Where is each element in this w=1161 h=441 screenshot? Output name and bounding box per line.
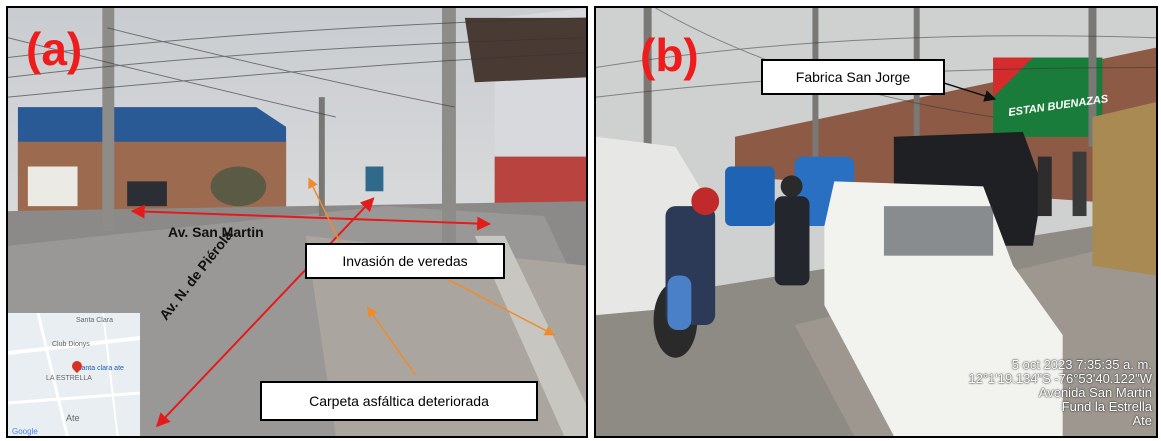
google-logo: Google [12,427,38,436]
map-roads [8,313,140,436]
label-sidewalk-invasion: Invasión de veredas [305,243,505,279]
timestamp-line: 5 oct 2023 7:35:35 a. m. [1011,357,1152,372]
sidewalk-arrow-1 [308,177,342,245]
asphalt-arrow [366,306,416,376]
street-label-san-martin: Av. San Martin [168,224,264,240]
panel-b-street-photo: (b) Fabrica San Jorge ESTAN BUENAZAS 5 o… [594,6,1158,438]
annotation-arrow-b [938,80,997,102]
street-line: Avenida San Martin [1038,385,1152,400]
label-deteriorated-asphalt: Carpeta asfáltica deteriorada [260,381,538,421]
panel-a-letter: (a) [26,23,83,75]
map-place-2: Club Dionys [52,341,90,348]
map-inset: Santa Clara Club Dionys santa clara ate … [8,312,141,436]
label-factory: Fabrica San Jorge [761,59,945,95]
annotation-arrows-a [130,177,556,428]
map-place-5: Ate [66,413,80,423]
coordinates-line: 12°1'19.134"S -76°53'40.122"W [968,371,1152,386]
photo-timestamp-overlay: 5 oct 2023 7:35:35 a. m. 12°1'19.134"S -… [968,358,1152,428]
panel-b-letter: (b) [640,29,699,81]
panel-a-street-photo: (a) Av. San Martin Av. N. de Piérola Inv… [6,6,588,438]
map-place-1: Santa Clara [76,317,113,324]
map-place-3: santa clara ate [78,365,124,372]
area-line: Fund la Estrella [1061,399,1152,414]
factory-arrow [938,80,997,102]
district-line: Ate [1132,413,1152,428]
map-place-4: LA ESTRELLA [46,375,92,382]
san-martin-arrow [130,204,492,231]
